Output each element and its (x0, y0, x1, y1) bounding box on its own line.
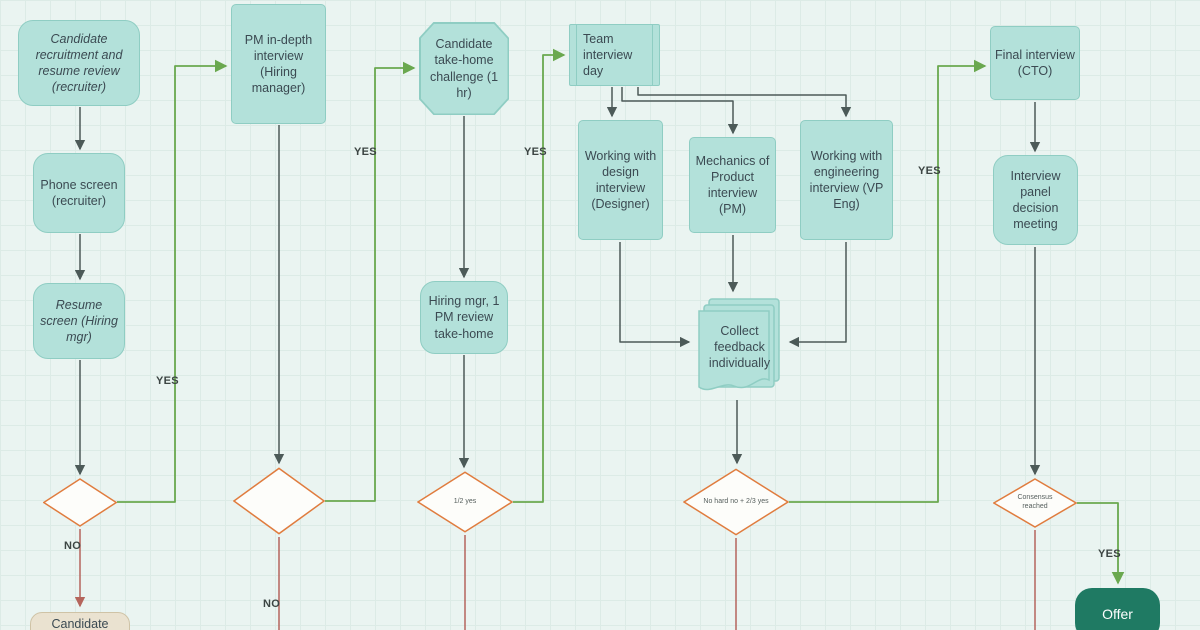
node-label: Team interview day (583, 31, 633, 79)
node-label: Candidate recruitment and resume review … (35, 31, 123, 95)
node-engineering-interview[interactable]: Working with engineering interview (VP E… (800, 120, 893, 240)
edge-d1-yes (117, 59, 228, 503)
node-label: Hiring mgr, 1 PM review take-home (428, 294, 500, 341)
node-resume-screen[interactable]: Resume screen (Hiring mgr) (33, 283, 125, 359)
node-label: Candidate take-home challenge (1 hr) (429, 37, 499, 100)
edge-team-to-engineering (637, 87, 852, 118)
edge-engineering-to-feedback (788, 242, 847, 348)
node-panel-decision[interactable]: Interview panel decision meeting (993, 155, 1078, 245)
node-label: Working with engineering interview (VP E… (809, 148, 884, 212)
decision-consensus[interactable]: Consensus reached (993, 478, 1077, 528)
node-phone-screen[interactable]: Phone screen (recruiter) (33, 153, 125, 233)
edge-d2-yes (325, 61, 416, 502)
node-label: Mechanics of Product interview (PM) (695, 153, 770, 217)
decision-label: No hard no + 2/3 yes (703, 497, 769, 505)
octagon-shape (420, 23, 508, 114)
node-final-interview[interactable]: Final interview (CTO) (990, 26, 1080, 100)
node-pm-interview[interactable]: PM in-depth interview (Hiring manager) (231, 4, 326, 124)
node-label: Candidate (51, 617, 109, 630)
node-offer[interactable]: Offer (1075, 588, 1160, 630)
diamond-shape (993, 478, 1077, 528)
node-candidate-rejection[interactable]: Candidate (30, 612, 130, 630)
edge-label-d2-no: NO (263, 598, 281, 610)
edge-label-d4-yes: YES (918, 165, 941, 177)
node-label: Final interview (CTO) (995, 47, 1075, 78)
node-team-interview-day[interactable]: Team interview day (569, 24, 660, 86)
decision-team-feedback[interactable]: No hard no + 2/3 yes (683, 468, 789, 536)
decision-take-home[interactable]: 1/2 yes (417, 471, 513, 533)
node-label: Resume screen (Hiring mgr) (40, 297, 118, 345)
edge-d5-yes (1077, 502, 1125, 585)
diamond-shape (417, 471, 513, 533)
decision-resume-screen[interactable] (43, 478, 117, 527)
edge-label-d2-yes: YES (354, 146, 377, 158)
node-design-interview[interactable]: Working with design interview (Designer) (578, 120, 663, 240)
edge-design-to-feedback (619, 242, 691, 348)
diamond-shape (683, 468, 789, 536)
diamond-shape (233, 467, 325, 535)
node-label: Collect feedback individually (708, 323, 771, 371)
node-label: PM in-depth interview (Hiring manager) (244, 32, 313, 96)
decision-label (43, 478, 117, 527)
node-label: Working with design interview (Designer) (584, 148, 657, 212)
multi-document-shape (698, 298, 780, 391)
node-candidate-recruitment[interactable]: Candidate recruitment and resume review … (18, 20, 140, 106)
node-review-take-home[interactable]: Hiring mgr, 1 PM review take-home (420, 281, 508, 354)
decision-label (233, 467, 325, 535)
decision-label: Consensus reached (1017, 494, 1053, 510)
edge-team-to-product (621, 87, 739, 135)
node-product-interview[interactable]: Mechanics of Product interview (PM) (689, 137, 776, 233)
node-collect-feedback[interactable]: Collect feedback individually (694, 296, 785, 398)
edge-label-d1-yes: YES (156, 375, 179, 387)
node-label: Phone screen (recruiter) (40, 177, 118, 208)
node-label: Interview panel decision meeting (1010, 168, 1061, 232)
edge-label-d1-no: NO (64, 540, 82, 552)
node-label: Offer (1102, 605, 1133, 622)
edge-d3-yes (513, 48, 566, 503)
decision-pm-interview[interactable] (233, 467, 325, 535)
decision-label: 1/2 yes (453, 497, 477, 505)
node-take-home-challenge[interactable]: Candidate take-home challenge (1 hr) (419, 22, 509, 115)
edge-label-d3-yes: YES (524, 146, 547, 158)
edge-label-d5-yes: YES (1098, 548, 1121, 560)
diamond-shape (43, 478, 117, 527)
edge-d4-yes (789, 59, 987, 503)
